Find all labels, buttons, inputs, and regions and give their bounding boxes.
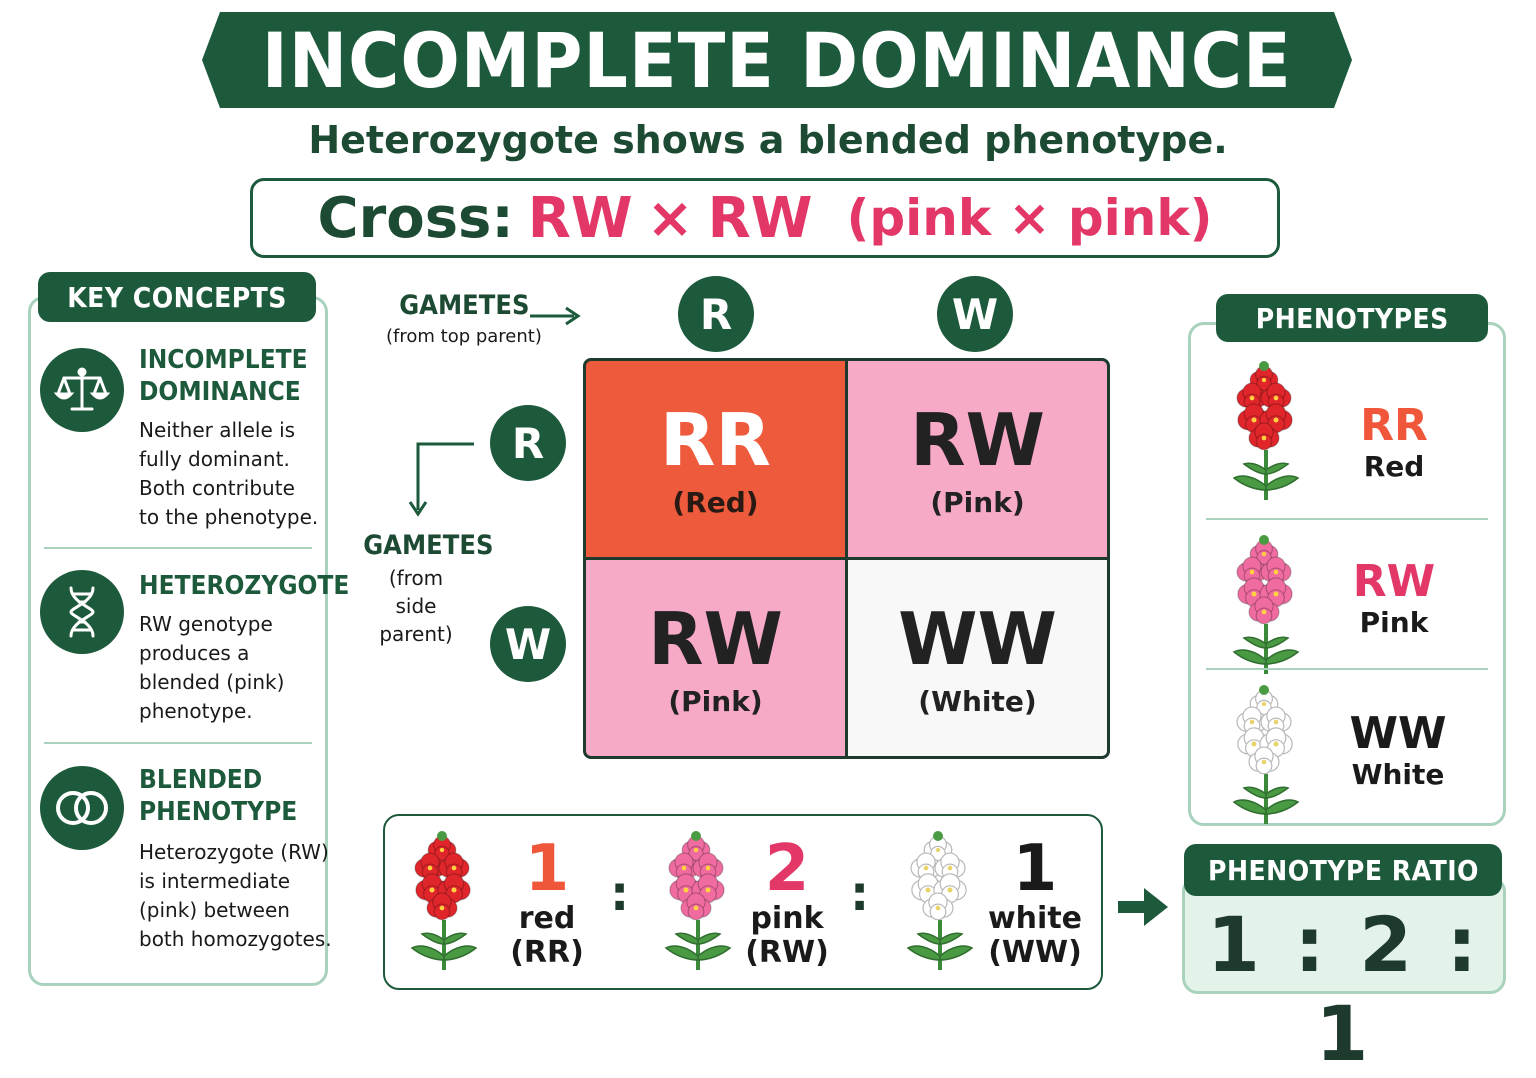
- phenotype-genotype-rw: RW: [1352, 556, 1436, 607]
- top-gametes-label: GAMETES: [399, 290, 530, 321]
- ratio-word-pink: pink: [750, 901, 824, 936]
- divider: [1206, 518, 1488, 520]
- cell-phenotype: (Pink): [930, 485, 1025, 519]
- cross-box: Cross: RW × RW (pink × pink): [250, 178, 1280, 258]
- phenotype-genotype-ww: WW: [1349, 708, 1447, 759]
- interlocking-rings-icon: [40, 766, 124, 850]
- phenotypes-title: PHENOTYPES: [1255, 301, 1449, 335]
- concept-title-incomplete-dominance: INCOMPLETE DOMINANCE: [139, 345, 308, 407]
- white-flower-icon: [1224, 682, 1308, 834]
- punnett-cell-ww: WW (White): [848, 560, 1107, 756]
- side-gamete-r: R: [490, 405, 566, 481]
- ratio-count-red: 1: [524, 832, 570, 906]
- cross-description: (pink × pink): [846, 189, 1213, 247]
- arrow-right-icon: [530, 306, 581, 326]
- ratio-separator: :: [610, 866, 630, 922]
- punnett-cell-rr: RR (Red): [586, 361, 845, 557]
- ratio-count-pink: 2: [764, 832, 810, 906]
- phenotype-genotype-rr: RR: [1360, 400, 1428, 451]
- ratio-word-white: white: [987, 901, 1083, 936]
- top-gamete-w: W: [937, 276, 1013, 352]
- punnett-cell-rw-bottom: RW (Pink): [586, 560, 845, 756]
- concept-text-heterozygote: RW genotype produces a blended (pink) ph…: [139, 612, 285, 723]
- ratio-genotype-rr: (RR): [510, 935, 584, 970]
- phenotype-name-pink: Pink: [1359, 606, 1429, 639]
- side-gamete-w: W: [490, 606, 566, 682]
- phenotype-name-red: Red: [1363, 450, 1425, 483]
- concept-title-blended-phenotype: BLENDED PHENOTYPE: [139, 765, 298, 827]
- cross-label: Cross:: [317, 185, 514, 251]
- ratio-strip: [383, 814, 1103, 990]
- divider: [44, 547, 312, 549]
- pink-flower-icon: [656, 828, 740, 980]
- arrow-down-icon: [408, 442, 474, 517]
- cross-parent2: RW: [707, 185, 813, 251]
- side-gametes-sub: (from side parent): [379, 566, 453, 646]
- cell-genotype: WW: [898, 596, 1057, 681]
- divider: [1206, 668, 1488, 670]
- red-flower-icon: [402, 828, 486, 980]
- subtitle: Heterozygote shows a blended phenotype.: [308, 118, 1228, 162]
- ratio-count-white: 1: [1012, 832, 1058, 906]
- cell-phenotype: (Red): [672, 485, 759, 519]
- page-title: INCOMPLETE DOMINANCE: [262, 15, 1292, 105]
- cross-times: ×: [646, 185, 694, 251]
- cell-genotype: RR: [660, 397, 771, 482]
- phenotype-ratio-title: PHENOTYPE RATIO: [1207, 853, 1479, 887]
- balance-scale-icon: [40, 348, 124, 432]
- cross-parent1: RW: [527, 185, 633, 251]
- ratio-genotype-ww: (WW): [988, 935, 1082, 970]
- cell-phenotype: (White): [918, 684, 1037, 718]
- divider: [44, 742, 312, 744]
- cell-genotype: RW: [648, 596, 783, 681]
- cell-genotype: RW: [910, 397, 1045, 482]
- dna-icon: [40, 570, 124, 654]
- ratio-genotype-rw: (RW): [745, 935, 829, 970]
- side-gametes-label: GAMETES: [363, 530, 494, 561]
- concept-text-blended-phenotype: Heterozygote (RW) is intermediate (pink)…: [139, 840, 332, 951]
- concept-text-incomplete-dominance: Neither allele is fully dominant. Both c…: [139, 418, 319, 529]
- phenotype-ratio-tab: PHENOTYPE RATIO: [1184, 844, 1502, 896]
- cell-phenotype: (Pink): [668, 684, 763, 718]
- phenotype-ratio-value: 1 : 2 : 1: [1207, 900, 1481, 1078]
- key-concepts-tab: KEY CONCEPTS: [38, 272, 316, 322]
- punnett-cell-rw-top: RW (Pink): [848, 361, 1107, 557]
- title-banner: INCOMPLETE DOMINANCE: [202, 12, 1352, 108]
- pink-flower-icon: [1224, 532, 1308, 684]
- top-gamete-r: R: [678, 276, 754, 352]
- white-flower-icon: [898, 828, 982, 980]
- red-flower-icon: [1224, 358, 1308, 510]
- punnett-square: RR (Red) RW (Pink) RW (Pink) WW (White): [583, 358, 1110, 759]
- phenotypes-tab: PHENOTYPES: [1216, 294, 1488, 342]
- ratio-word-red: red: [518, 901, 576, 936]
- key-concepts-title: KEY CONCEPTS: [67, 280, 287, 314]
- concept-title-heterozygote: HETEROZYGOTE: [139, 571, 350, 601]
- top-gametes-sub: (from top parent): [386, 326, 542, 347]
- ratio-separator: :: [850, 866, 870, 922]
- arrow-right-icon: [1118, 888, 1168, 926]
- phenotype-name-white: White: [1351, 758, 1445, 791]
